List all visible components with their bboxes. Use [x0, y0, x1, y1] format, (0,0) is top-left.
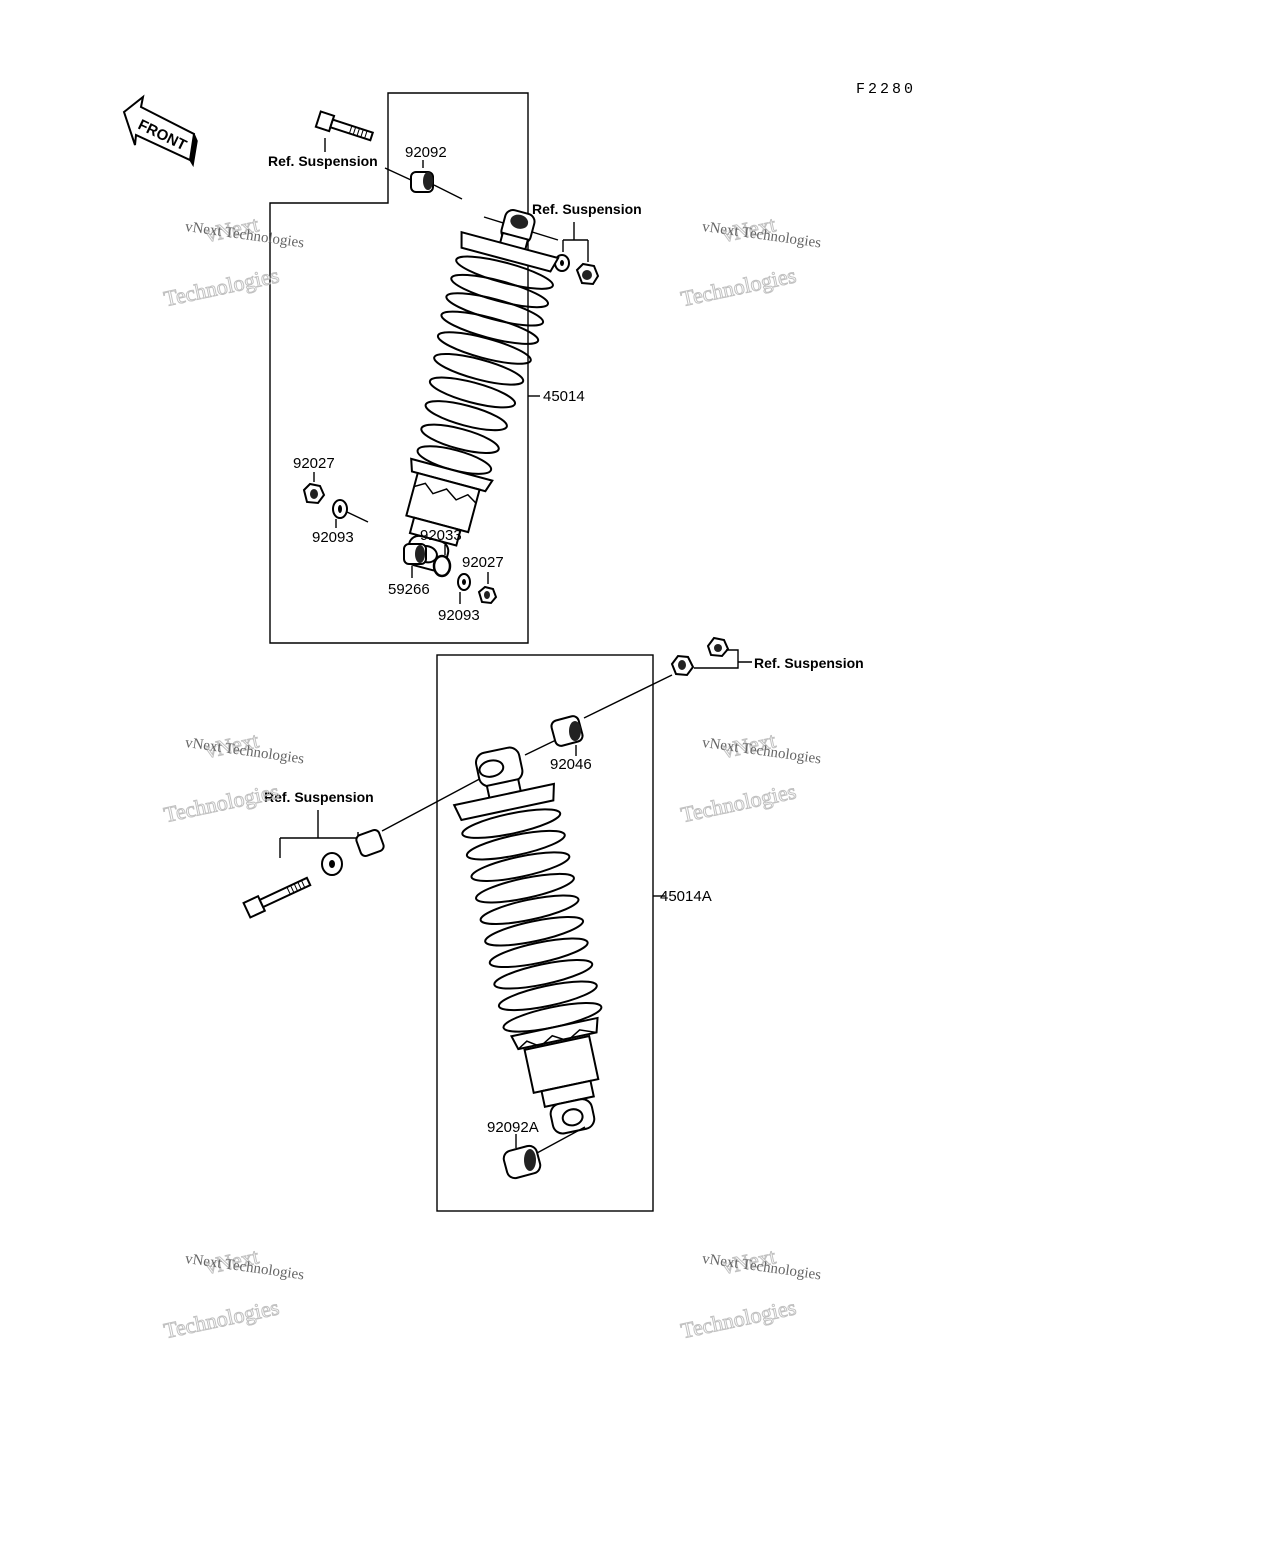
svg-text:Technologies: Technologies — [679, 1294, 799, 1343]
label-92093-right: 92093 — [438, 607, 480, 624]
upper-assembly: 45014 Ref. Suspension 92092 Ref. Suspens… — [268, 92, 642, 644]
lower-bushing-icon — [355, 828, 385, 858]
label-92092A: 92092A — [487, 1119, 539, 1136]
upper-frame — [269, 92, 529, 644]
lower-frame — [436, 654, 654, 1212]
watermark-4: vNext vNext Technologies Technologies — [678, 727, 822, 828]
label-92033: 92033 — [420, 527, 462, 544]
washer-92093-right-icon — [457, 573, 471, 591]
collar-92092-icon — [410, 171, 434, 193]
svg-text:Technologies: Technologies — [162, 778, 282, 827]
lower-assembly: 45014A Ref. Suspension 92046 Ref. Suspen… — [242, 636, 864, 1212]
svg-text:Technologies: Technologies — [679, 262, 799, 311]
lower-ref-suspension-bolt: Ref. Suspension — [264, 789, 374, 805]
lower-ref-washer-icon — [321, 852, 343, 876]
watermark-1: vNext vNext Technologies Technologies — [161, 211, 305, 312]
figure-code: F2280 — [856, 81, 916, 98]
label-92027-right: 92027 — [462, 554, 504, 571]
lower-nut-icon — [706, 636, 730, 658]
bushing-59266-icon — [403, 543, 427, 565]
watermark-6: vNext vNext Technologies Technologies — [678, 1243, 822, 1344]
front-arrow-icon: FRONT — [122, 94, 198, 168]
collar-92046-icon — [550, 715, 584, 747]
label-92093-left: 92093 — [312, 529, 354, 546]
spacer-92033-icon — [432, 554, 452, 578]
svg-text:Technologies: Technologies — [679, 778, 799, 827]
lower-shock-absorber-icon — [452, 746, 603, 1135]
nut-92027-right-icon — [477, 585, 498, 605]
upper-ref-suspension-bolt: Ref. Suspension — [268, 153, 378, 169]
collar-92092A-icon — [502, 1144, 542, 1180]
upper-ref-suspension-nut: Ref. Suspension — [532, 201, 642, 217]
upper-nut-icon — [575, 262, 600, 286]
label-92027-left: 92027 — [293, 455, 335, 472]
lower-ref-suspension-top: Ref. Suspension — [754, 655, 864, 671]
washer-92093-left-icon — [332, 499, 348, 519]
label-92046: 92046 — [550, 756, 592, 773]
watermark-2: vNext vNext Technologies Technologies — [678, 211, 822, 312]
watermark-3: vNext vNext Technologies Technologies — [161, 727, 305, 828]
upper-assembly-number: 45014 — [543, 388, 585, 405]
lower-assembly-number: 45014A — [660, 888, 712, 905]
svg-text:Technologies: Technologies — [162, 262, 282, 311]
upper-bolt-icon — [314, 110, 375, 142]
upper-shock-absorber-icon — [405, 209, 560, 572]
lower-washer-icon — [670, 654, 695, 677]
lower-bolt-icon — [242, 876, 312, 919]
label-59266: 59266 — [388, 581, 430, 598]
label-92092: 92092 — [405, 144, 447, 161]
nut-92027-left-icon — [302, 482, 326, 505]
svg-text:Technologies: Technologies — [162, 1294, 282, 1343]
watermark-5: vNext vNext Technologies Technologies — [161, 1243, 305, 1344]
